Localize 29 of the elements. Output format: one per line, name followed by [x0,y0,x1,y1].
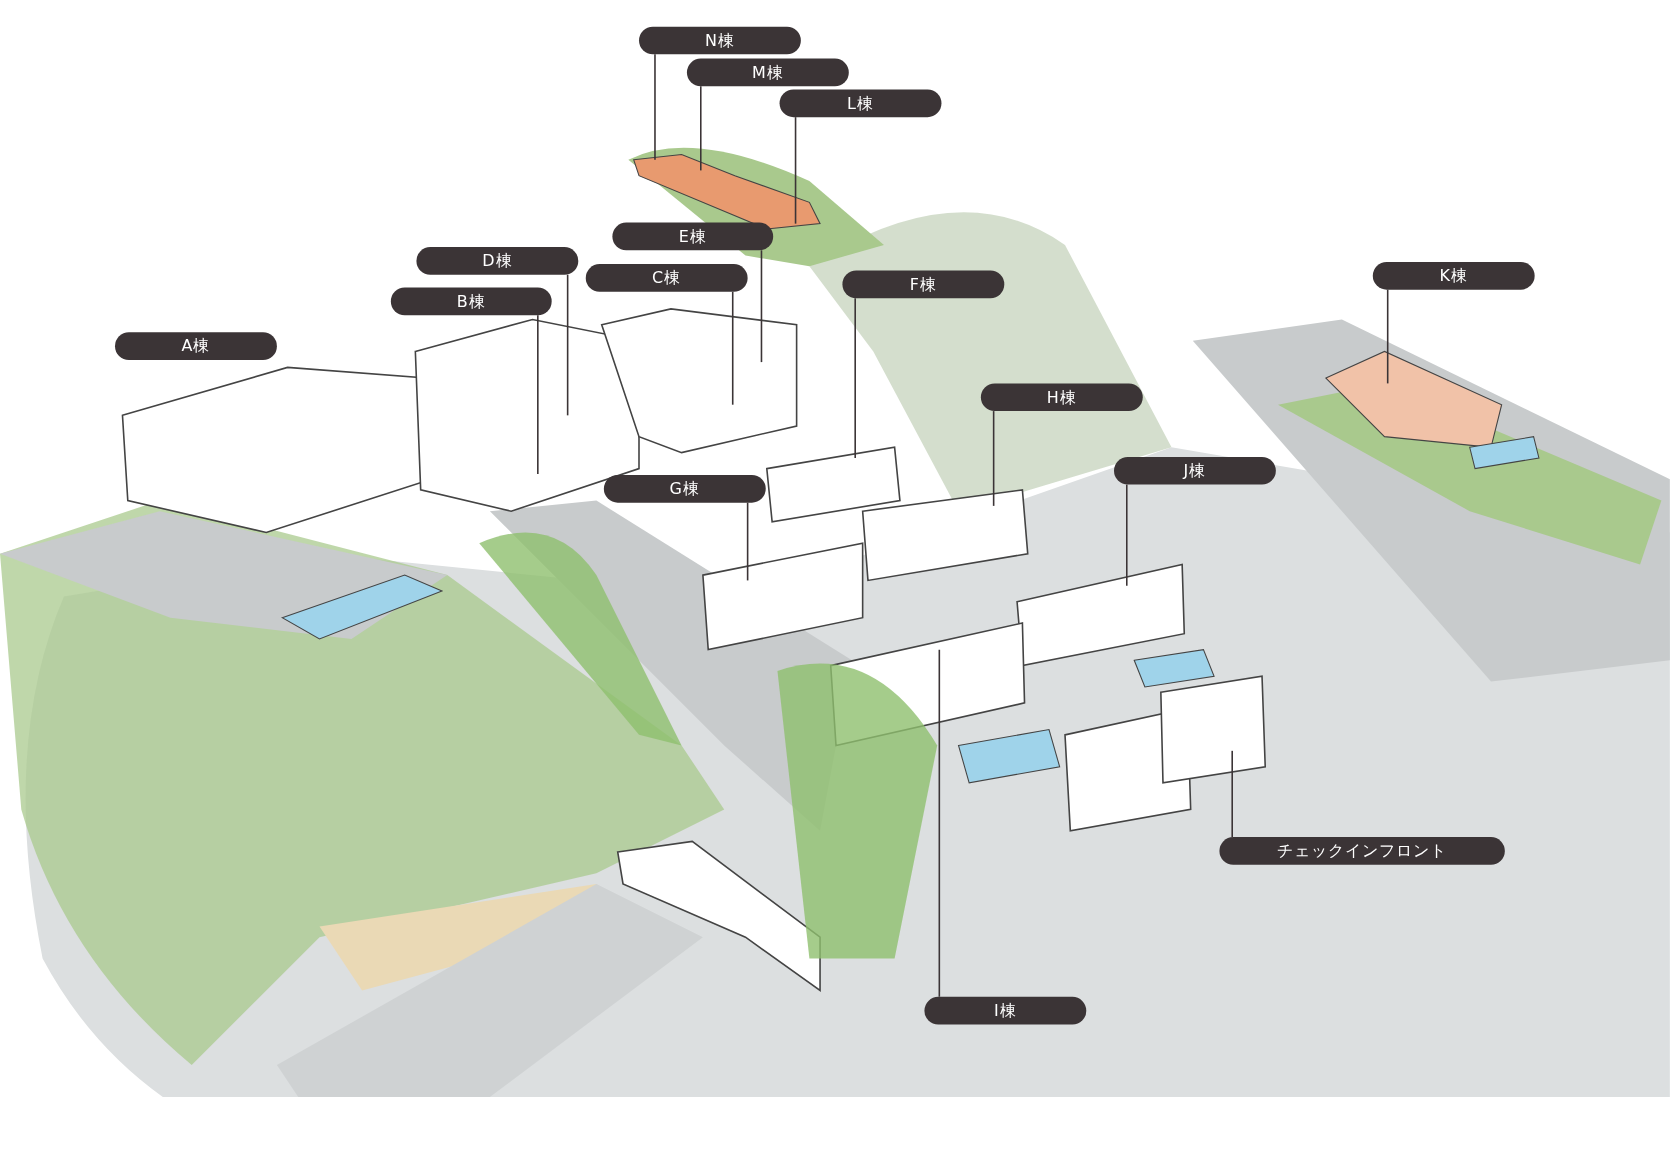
callout-label: E棟 [612,222,774,251]
callout-label: M棟 [686,58,849,87]
callout-label: J棟 [1114,456,1276,485]
leader-line [992,410,995,507]
callout-label: A棟 [115,332,277,360]
callout-label: L棟 [779,89,942,118]
callout-label: C棟 [585,264,748,292]
leader-line [731,291,734,406]
leader-line [566,273,569,417]
callout-label: N棟 [639,26,801,55]
leader-line [746,501,749,582]
callout-label: D棟 [416,247,579,275]
callout-label: K棟 [1372,262,1535,290]
leader-line [654,53,656,161]
callout-label: B棟 [390,287,552,316]
leader-line [760,249,763,363]
callout-label: F棟 [842,270,1005,299]
callout-label: チェックインフロント [1219,837,1505,865]
leader-line [537,314,539,475]
callout-label: H棟 [980,383,1143,412]
leader-line [1386,288,1389,385]
callout-label: I棟 [924,996,1087,1025]
leader-line [1231,750,1233,838]
leader-line [1125,483,1128,587]
leader-line [699,85,702,172]
leader-line [938,648,941,998]
callout-label: G棟 [603,475,766,503]
leader-line [854,297,856,459]
leader-line [794,116,797,225]
